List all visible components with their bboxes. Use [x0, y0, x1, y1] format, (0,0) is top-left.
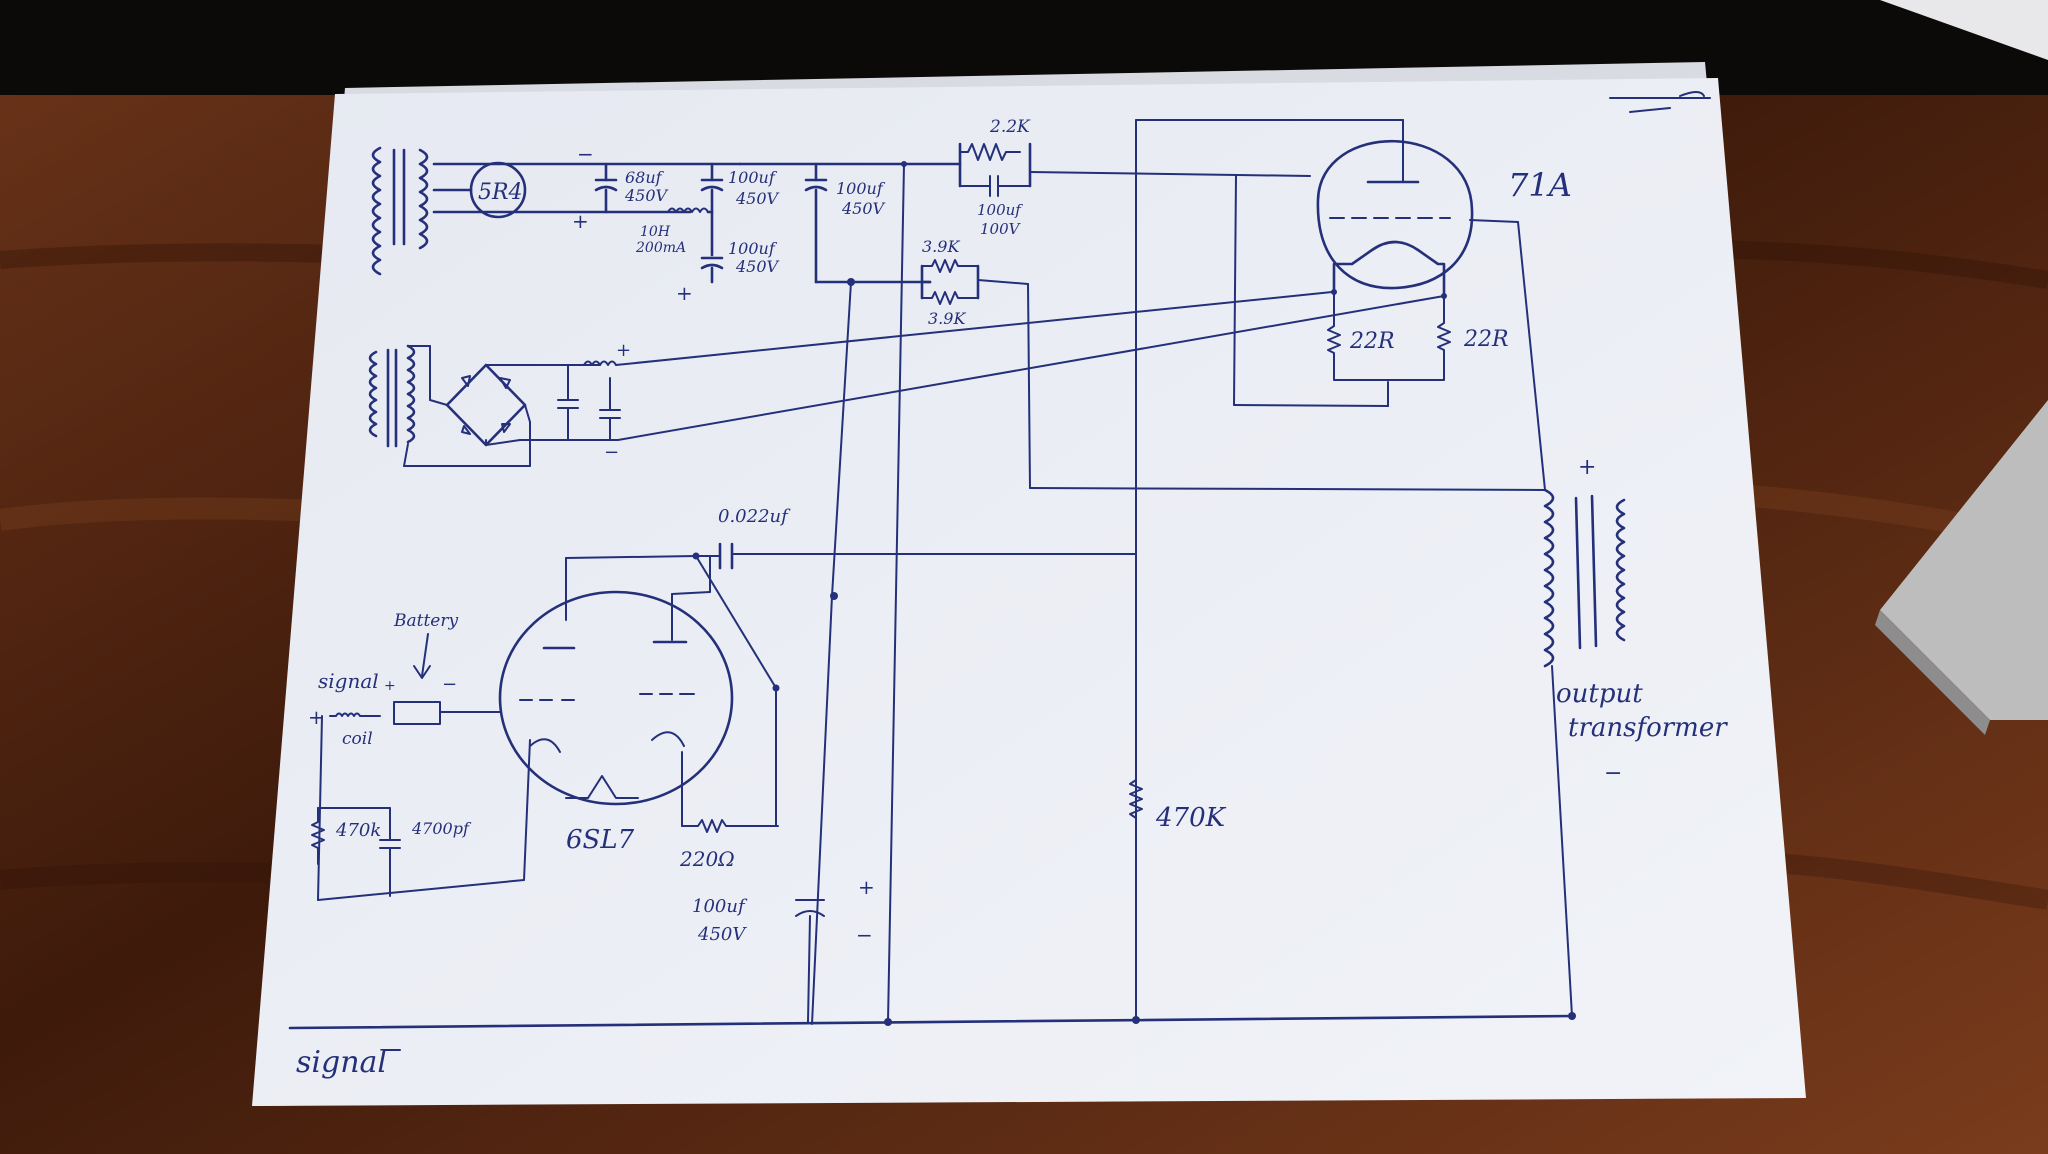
capacitor-c1	[594, 162, 618, 214]
svg-text:220Ω: 220Ω	[679, 847, 735, 871]
svg-text:10H: 10H	[640, 224, 671, 240]
output-transformer	[1543, 488, 1626, 668]
svg-text:−: −	[442, 674, 457, 695]
svg-text:2.2K: 2.2K	[989, 117, 1031, 137]
resistor-3k9-bottom	[921, 291, 979, 305]
svg-text:+: +	[858, 875, 875, 899]
svg-text:100uf: 100uf	[728, 168, 778, 187]
svg-text:450V: 450V	[697, 924, 747, 945]
grid-resistor-470k	[311, 807, 325, 865]
svg-text:6SL7: 6SL7	[566, 825, 635, 855]
svg-text:−: −	[577, 142, 594, 166]
svg-text:100V: 100V	[980, 220, 1022, 238]
svg-text:+: +	[308, 705, 325, 729]
svg-text:22R: 22R	[1463, 327, 1509, 352]
power-tube-71a	[1316, 139, 1474, 298]
resistor-22r-left	[1327, 291, 1451, 381]
paper-sheet	[252, 78, 1806, 1106]
svg-text:450V: 450V	[624, 186, 669, 205]
svg-text:signal: signal	[296, 1045, 387, 1080]
svg-text:100uf: 100uf	[836, 179, 886, 198]
svg-text:+: +	[676, 281, 693, 305]
corner-scribble	[1609, 91, 1711, 113]
svg-text:Battery: Battery	[393, 611, 458, 631]
svg-text:450V: 450V	[735, 189, 780, 208]
svg-text:200mA: 200mA	[635, 240, 686, 256]
filament-transformer	[368, 344, 416, 448]
metal-object-edge	[1875, 610, 1990, 735]
capacitor-c4	[804, 162, 828, 284]
svg-text:4700pf: 4700pf	[411, 819, 472, 838]
bypass-capacitor	[959, 175, 1031, 197]
ground-rail	[288, 1014, 1576, 1030]
svg-text:coil: coil	[342, 729, 373, 749]
grid-leak-resistor-470k	[1129, 769, 1143, 831]
input-coil	[329, 712, 381, 717]
cathode-resistor-220	[681, 819, 779, 833]
grid-capacitor-4700pf	[379, 839, 401, 897]
svg-text:signal: signal	[318, 669, 379, 693]
svg-text:+: +	[616, 340, 631, 361]
svg-text:100uf: 100uf	[692, 896, 748, 917]
svg-text:−: −	[604, 442, 619, 463]
svg-text:71A: 71A	[1508, 166, 1572, 204]
filament-capacitors	[557, 364, 621, 441]
svg-text:450V: 450V	[735, 257, 780, 276]
paper-corner-top-right	[1880, 0, 2048, 60]
svg-text:−: −	[856, 923, 873, 947]
bulk-capacitor	[795, 899, 825, 1023]
svg-text:+: +	[1578, 455, 1596, 480]
coupling-capacitor	[718, 542, 734, 570]
svg-text:+: +	[572, 209, 589, 233]
metal-object	[1880, 400, 2048, 720]
svg-text:22R: 22R	[1349, 329, 1395, 354]
svg-text:3.9K: 3.9K	[922, 237, 960, 256]
capacitor-c3	[700, 256, 724, 284]
resistor-3k9-top	[921, 259, 979, 273]
svg-text:output: output	[1556, 679, 1643, 709]
hv-transformer	[371, 146, 429, 276]
svg-text:transformer: transformer	[1568, 713, 1728, 743]
svg-text:100uf: 100uf	[977, 201, 1023, 219]
svg-text:0.022uf: 0.022uf	[718, 506, 791, 527]
svg-text:470k: 470k	[335, 820, 381, 841]
svg-text:3.9K: 3.9K	[928, 309, 966, 328]
svg-text:100uf: 100uf	[728, 239, 778, 258]
svg-text:+: +	[384, 678, 396, 694]
svg-text:−: −	[1604, 761, 1622, 786]
svg-text:470K: 470K	[1155, 803, 1227, 833]
capacitor-c2	[700, 162, 724, 257]
filament-choke	[583, 360, 617, 366]
svg-text:450V: 450V	[841, 199, 886, 218]
driver-tube-6sl7	[498, 590, 734, 806]
rectifier-label: 5R4	[478, 180, 523, 205]
svg-text:68uf: 68uf	[625, 168, 665, 187]
choke-inductor	[667, 207, 709, 213]
resistor-2k2	[959, 143, 1021, 161]
